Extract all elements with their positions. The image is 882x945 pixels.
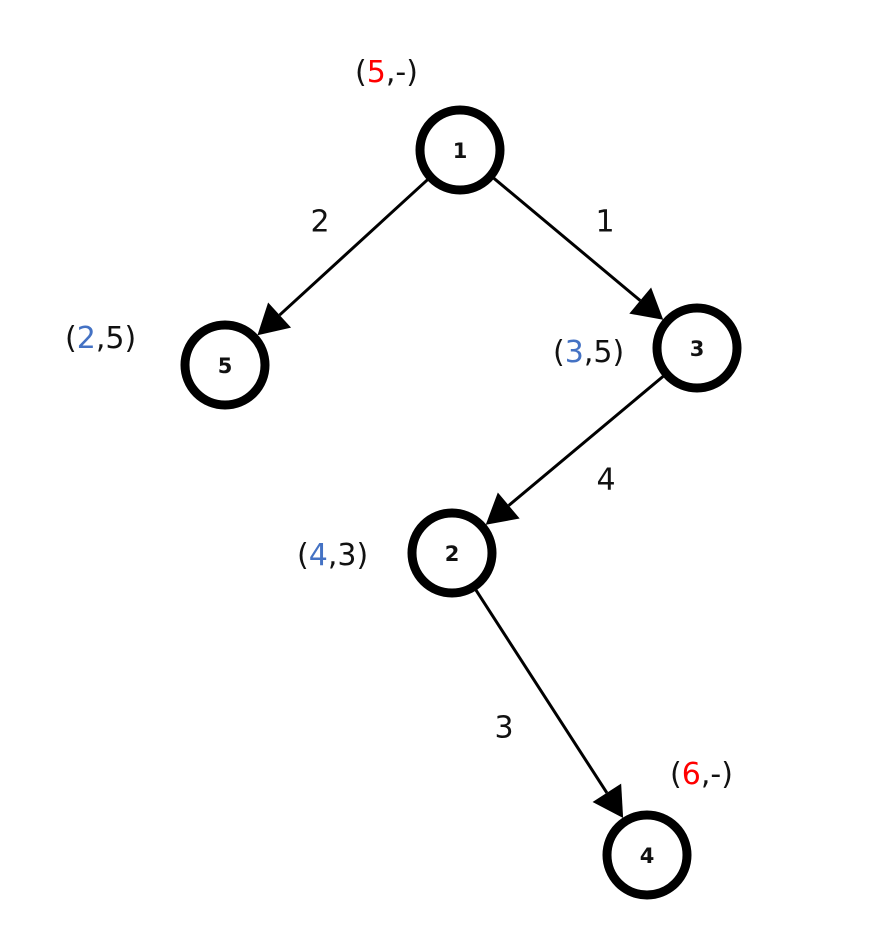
tree-node-2: 2 <box>407 508 497 598</box>
arrowhead-icon <box>629 287 664 320</box>
edge-weight-label: 1 <box>595 205 614 240</box>
edge-3-2 <box>507 375 665 507</box>
arrowhead-icon <box>257 302 292 336</box>
node-circle <box>652 303 742 393</box>
edge-1-5 <box>278 178 429 317</box>
node-circle <box>602 810 692 900</box>
annotation-first-value: 4 <box>309 538 328 573</box>
node-label: 3 <box>690 337 705 361</box>
node-label: 2 <box>445 542 460 566</box>
annotation-second-value: 3 <box>337 538 356 573</box>
tree-node-1: 1 <box>415 105 505 195</box>
annotation-second-value: 5 <box>105 321 124 356</box>
tree-node-3: 3 <box>652 303 742 393</box>
node-annotation: (3,5) <box>553 335 624 370</box>
node-label: 4 <box>640 844 655 868</box>
node-annotation: (5,-) <box>355 55 418 90</box>
annotation-first-value: 2 <box>77 321 96 356</box>
annotation-second-value: - <box>395 55 406 90</box>
annotation-first-value: 3 <box>565 335 584 370</box>
edge-weight-label: 4 <box>596 463 615 498</box>
edge-weight-label: 3 <box>494 711 513 746</box>
node-annotation: (2,5) <box>65 321 136 356</box>
node-circle <box>407 508 497 598</box>
annotation-first-value: 6 <box>682 757 701 792</box>
tree-node-4: 4 <box>602 810 692 900</box>
node-circle <box>180 320 270 410</box>
node-label: 5 <box>218 354 233 378</box>
node-circle <box>415 105 505 195</box>
annotation-first-value: 5 <box>367 55 386 90</box>
arrowhead-icon <box>592 783 624 819</box>
node-annotation: (4,3) <box>297 538 368 573</box>
node-annotation: (6,-) <box>670 757 733 792</box>
annotation-second-value: - <box>710 757 721 792</box>
arrowhead-icon <box>485 492 520 525</box>
edges-layer <box>257 177 665 819</box>
edge-2-4 <box>474 589 609 794</box>
tree-node-5: 5 <box>180 320 270 410</box>
edge-weight-label: 2 <box>310 205 329 240</box>
edge-1-3 <box>492 177 642 302</box>
node-label: 1 <box>453 139 468 163</box>
annotation-second-value: 5 <box>593 335 612 370</box>
